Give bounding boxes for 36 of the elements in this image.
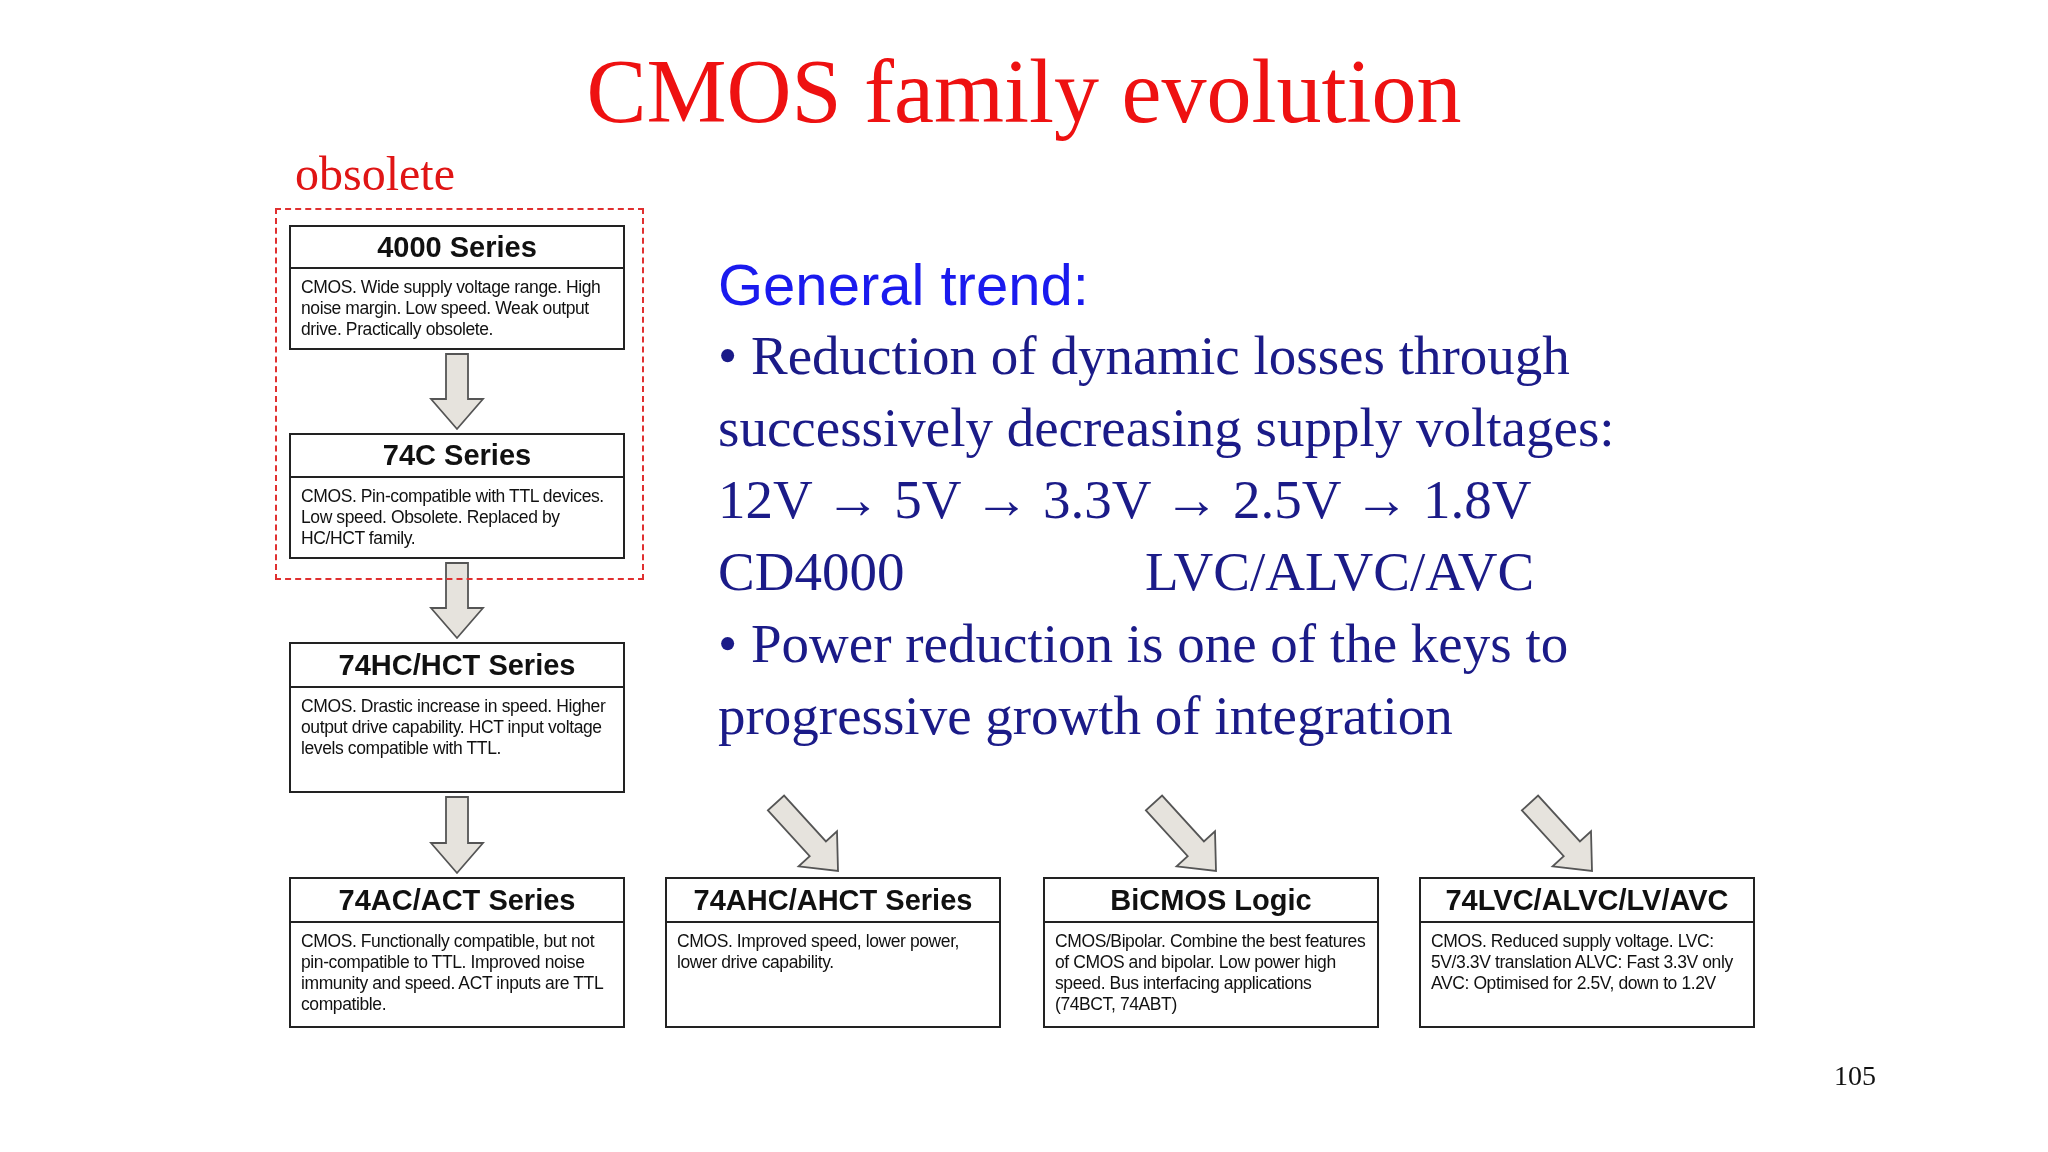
block-arrow: [429, 796, 485, 875]
block-arrow: [1520, 794, 1593, 872]
block-arrow: [429, 353, 485, 431]
block-arrow: [766, 794, 839, 872]
series-title: 74LVC/ALVC/LV/AVC: [1421, 879, 1753, 923]
series-description: CMOS. Improved speed, lower power, lower drive capability.: [676, 930, 961, 974]
series-title: 74AHC/AHCT Series: [667, 879, 999, 923]
series-box: [1043, 877, 1379, 1028]
page-number: 105: [1834, 1060, 1876, 1092]
series-title: BiCMOS Logic: [1045, 879, 1377, 923]
series-box: [289, 225, 625, 350]
series-title: 4000 Series: [291, 227, 623, 269]
series-description: CMOS/Bipolar. Combine the best features of CMOS and bipolar. Low power high speed. Bus interfacing applications (74BCT, 74ABT): [1054, 930, 1367, 1016]
series-description: CMOS. Reduced supply voltage. LVC: 5V/3.3V translation ALVC: Fast 3.3V only AVC: Optimised for 2.5V, down to 1.2V: [1430, 930, 1734, 995]
bullet-text: • Power reduction is one of the keys to progressive growth of integration: [718, 612, 1570, 748]
series-description: CMOS. Drastic increase in speed. Higher output drive capability. HCT input voltage levels compatible with TTL.: [300, 695, 607, 760]
series-box: [289, 877, 625, 1028]
series-description: CMOS. Functionally compatible, but not pin-compatible to TTL. Improved noise immunity and speed. ACT inputs are TTL compatible.: [300, 930, 605, 1016]
family-label: LVC/ALVC/AVC: [1145, 540, 1535, 604]
series-box: [665, 877, 1001, 1028]
series-description: CMOS. Pin-compatible with TTL devices. Low speed. Obsolete. Replaced by HC/HCT family.: [300, 485, 605, 550]
series-title: 74HC/HCT Series: [291, 644, 623, 688]
series-box: [289, 642, 625, 793]
block-arrow: [1144, 794, 1217, 872]
voltage-sequence: 12V → 5V → 3.3V → 2.5V → 1.8V: [718, 468, 1533, 532]
block-arrow: [429, 562, 485, 640]
family-label: CD4000: [718, 540, 905, 604]
series-description: CMOS. Wide supply voltage range. High noise margin. Low speed. Weak output drive. Practically obsolete.: [300, 276, 602, 341]
slide-title: CMOS family evolution: [585, 41, 1463, 143]
section-heading: General trend:: [718, 251, 1090, 319]
series-box: [1419, 877, 1755, 1028]
series-box: [289, 433, 625, 559]
bullet-text: • Reduction of dynamic losses through successively decreasing supply voltages:: [718, 324, 1616, 460]
group-heading: obsolete: [295, 146, 455, 201]
series-title: 74C Series: [291, 435, 623, 478]
series-title: 74AC/ACT Series: [291, 879, 623, 923]
